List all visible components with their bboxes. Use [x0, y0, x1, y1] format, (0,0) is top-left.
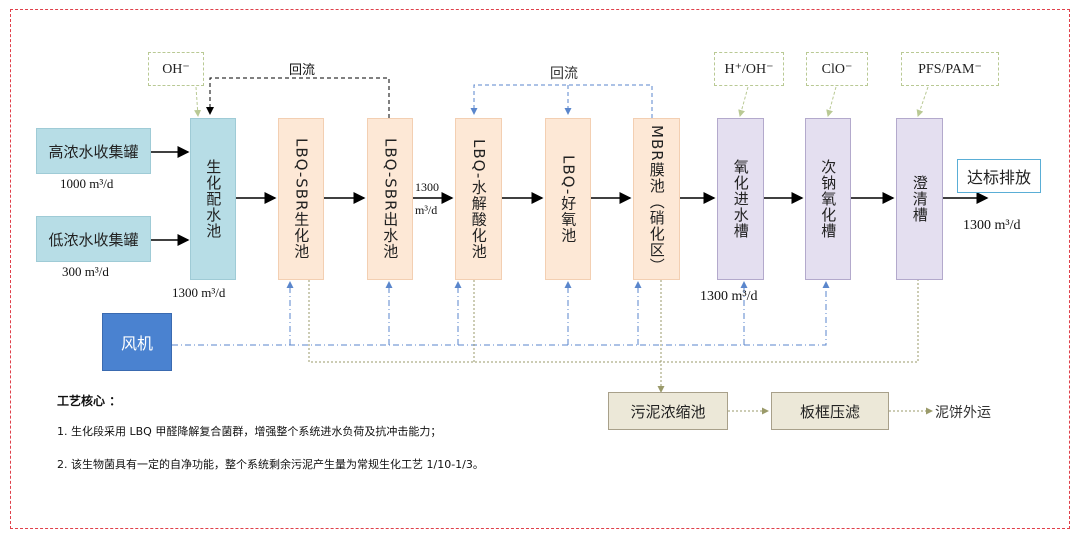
mid-flow-label-1: 1300 — [415, 180, 439, 194]
blower-box: 风机 — [102, 313, 172, 371]
notes-line-1: 1. 生化段采用 LBQ 甲醛降解复合菌群，增强整个系统进水负荷及抗冲击能力； — [57, 425, 442, 438]
chem-h-oh: H⁺/OH⁻ — [714, 52, 784, 86]
sludge-cake-label: 泥饼外运 — [935, 405, 991, 421]
chem-pfs-pam: PFS/PAM⁻ — [901, 52, 999, 86]
dosing-arrow-h-oh — [738, 86, 749, 117]
mid-flow-label-2: m³/d — [415, 203, 438, 217]
diagram-frame — [10, 9, 1070, 529]
chem-clo: ClO⁻ — [806, 52, 868, 86]
dosing-arrow-pfs — [916, 86, 929, 117]
reflux-label-left: 回流 — [289, 63, 316, 78]
low-flow-label: 300 m³/d — [62, 264, 109, 279]
final-flow-label: 1300 m³/d — [963, 218, 1021, 233]
dosing-arrow-clo — [826, 86, 837, 117]
hydrolysis-tank: LBQ-水解酸化池 — [455, 118, 502, 280]
reflux-line-left — [206, 77, 390, 118]
clarifier-tank: 澄清槽 — [896, 118, 943, 280]
plate-frame-press: 板框压滤 — [771, 392, 889, 430]
air-main-line — [172, 281, 830, 346]
reflux-line-right — [470, 84, 653, 118]
high-flow-label: 1000 m³/d — [60, 176, 114, 191]
notes-line-2: 2. 该生物菌具有一定的自净功能，整个系统剩余污泥产生量为常规生化工艺 1/10… — [57, 458, 484, 471]
bio-mix-flow-label: 1300 m³/d — [172, 285, 226, 300]
naclo-oxidation-tank: 次钠氧化槽 — [805, 118, 851, 280]
sbr-outlet-tank: LBQ-SBR出水池 — [367, 118, 413, 280]
reflux-label-right: 回流 — [550, 66, 578, 82]
sbr-bio-tank: LBQ-SBR生化池 — [278, 118, 324, 280]
notes-title: 工艺核心 ： — [57, 394, 122, 408]
oxidation-flow-label: 1300 m³/d — [700, 289, 758, 304]
high-conc-tank: 高浓水收集罐 — [36, 128, 151, 174]
bio-mix-tank: 生化配水池 — [190, 118, 236, 280]
dosing-arrow-oh — [194, 86, 202, 117]
aerobic-tank: LBQ-好氧池 — [545, 118, 591, 280]
oxidation-inlet-tank: 氧化进水槽 — [717, 118, 764, 280]
chem-oh: OH⁻ — [148, 52, 204, 86]
discharge-box: 达标排放 — [957, 159, 1041, 193]
mbr-tank: MBR膜池（硝化区） — [633, 118, 680, 280]
sludge-collect-line — [308, 280, 919, 363]
low-conc-tank: 低浓水收集罐 — [36, 216, 151, 262]
sludge-thickener: 污泥浓缩池 — [608, 392, 728, 430]
